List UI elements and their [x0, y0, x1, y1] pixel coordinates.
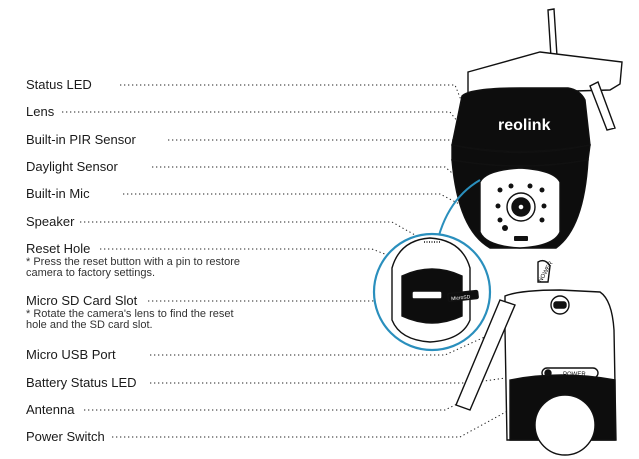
mount-arm — [589, 81, 616, 131]
note-sd-line2: hole and the SD card slot. — [26, 319, 153, 331]
leader-speaker — [80, 221, 446, 253]
sd-slot-detail — [411, 290, 443, 300]
label-mic: Built-in Mic — [26, 186, 90, 201]
leader-reset-hole — [100, 248, 406, 263]
mic-hole — [502, 225, 508, 231]
callout-detail — [391, 237, 479, 343]
label-antenna: Antenna — [26, 402, 75, 417]
label-reset-hole: Reset Hole — [26, 241, 91, 256]
label-power-switch: Power Switch — [26, 429, 105, 444]
note-reset-line2: camera to factory settings. — [26, 267, 155, 279]
leader-daylight-sensor — [152, 166, 491, 206]
lower-camera — [455, 259, 617, 456]
leader-battery-led — [150, 371, 549, 384]
camera-top-body — [451, 87, 591, 153]
sd-card — [447, 289, 479, 303]
leader-status-led — [120, 84, 479, 143]
label-usb-port: Micro USB Port — [26, 347, 116, 362]
label-sd-slot: Micro SD Card Slot — [26, 293, 138, 308]
note-sd-line1: * Rotate the camera's lens to find the r… — [26, 308, 234, 320]
leader-antenna — [84, 394, 476, 411]
leader-power-switch — [112, 377, 569, 438]
label-daylight-sensor: Daylight Sensor — [26, 159, 118, 174]
note-reset-line1: * Press the reset button with a pin to r… — [26, 256, 241, 268]
leader-lens — [62, 111, 521, 201]
label-pir-sensor: Built-in PIR Sensor — [26, 132, 136, 147]
label-status-led: Status LED — [26, 77, 92, 92]
leader-mic — [123, 193, 501, 226]
label-speaker: Speaker — [26, 214, 75, 229]
label-lens: Lens — [26, 104, 55, 119]
antenna-top — [547, 8, 558, 58]
antenna-lower — [455, 299, 516, 411]
ir-leds — [495, 183, 547, 223]
sd-card-text: MicroSD — [451, 294, 471, 302]
brand-logo: reolink — [498, 117, 551, 134]
power-label: POWER — [563, 372, 586, 378]
lower-lens-ring — [534, 394, 596, 456]
upper-camera — [451, 8, 623, 249]
reset-tab — [537, 259, 551, 283]
speaker-grille — [514, 236, 528, 241]
label-battery-led: Battery Status LED — [26, 375, 137, 390]
